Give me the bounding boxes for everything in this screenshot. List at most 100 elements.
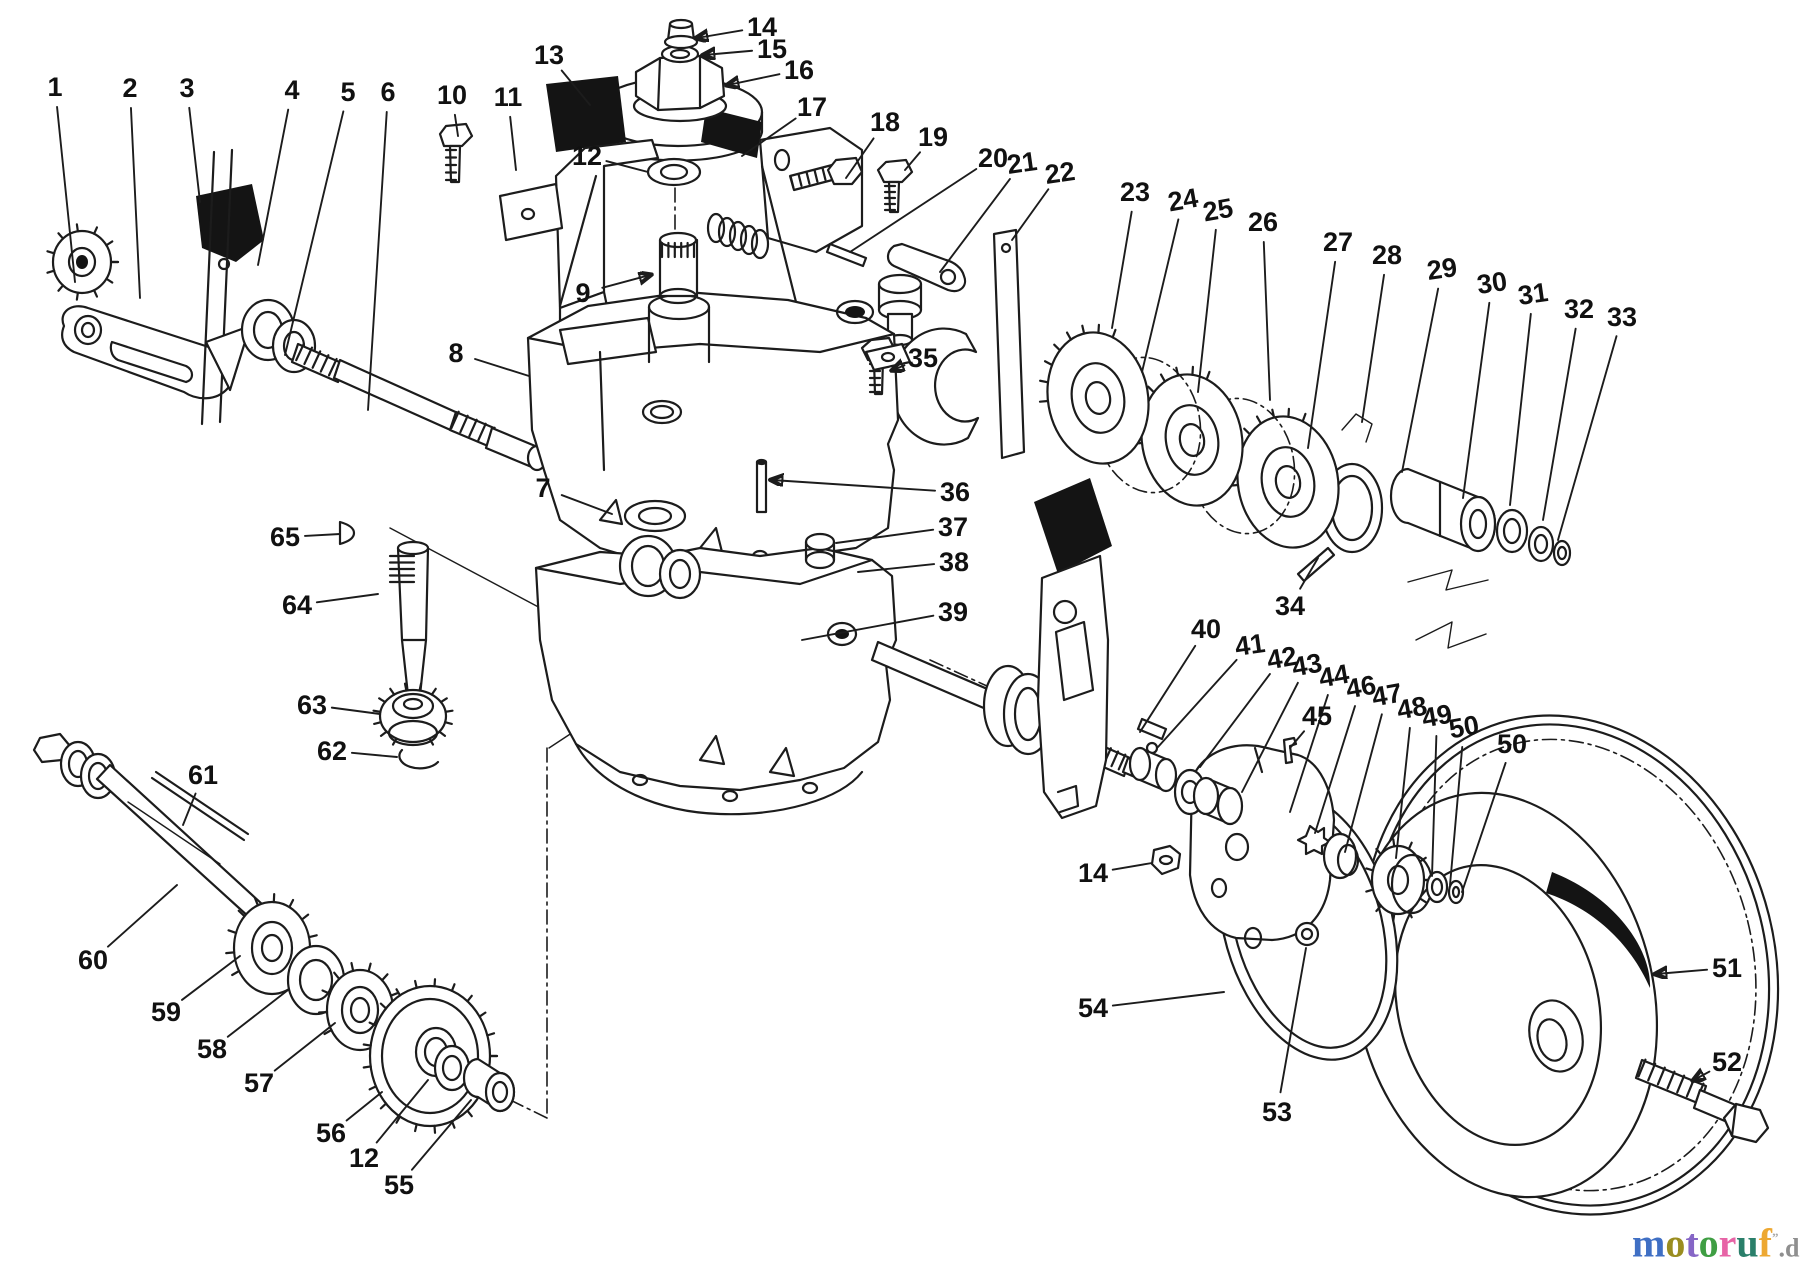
- leader-line-47-58: [1344, 713, 1383, 853]
- leader-line-62-42: [350, 751, 398, 758]
- part-label-16-11: 16: [784, 55, 814, 85]
- drive-disc-a: [1038, 323, 1150, 465]
- part-label-49-60: 49: [1420, 699, 1455, 734]
- leader-line-63-41: [330, 706, 381, 715]
- leader-line-40-51: [1139, 644, 1197, 733]
- part-label-42-53: 42: [1265, 641, 1300, 676]
- part-label-64-40: 64: [282, 590, 312, 620]
- leader-line-10-6: [453, 113, 459, 137]
- leader-line-58-46: [226, 989, 289, 1038]
- bolt-10: [438, 122, 474, 184]
- dowel-pin-36: [755, 458, 768, 514]
- mount-bar-4: [200, 148, 252, 426]
- shift-bracket-22: [890, 228, 1026, 460]
- leader-line-38-37: [857, 563, 936, 573]
- leader-line-28-24: [1361, 273, 1385, 423]
- lower-gearcase: [534, 458, 898, 816]
- wheel-axle-assembly: [870, 478, 1780, 1216]
- hook-28: [1341, 413, 1373, 443]
- washer-49: [1425, 870, 1449, 904]
- part-label-46-57: 46: [1344, 670, 1379, 705]
- part-label-15-10: 15: [757, 34, 787, 64]
- retaining-ring-62: [398, 748, 440, 770]
- blower-housing: [546, 18, 764, 162]
- leader-line-22-18: [1011, 188, 1050, 241]
- part-label-47-58: 47: [1370, 678, 1405, 713]
- carb-bracket-17: [758, 126, 864, 254]
- part-label-14-9: 14: [747, 12, 777, 42]
- leader-line-56-48: [345, 1091, 383, 1122]
- leader-line-51-66: [1656, 970, 1709, 974]
- part-label-40-51: 40: [1191, 614, 1221, 644]
- leader-line-45-56: [1289, 730, 1306, 749]
- part-label-14-63: 14: [1078, 858, 1108, 888]
- leader-line-17-13: [741, 117, 797, 157]
- leader-line-43-54: [1241, 681, 1299, 793]
- leader-line-31-27: [1509, 312, 1532, 506]
- woodruff-key-65: [338, 520, 356, 546]
- logo-mark: ”: [1772, 1230, 1779, 1245]
- leader-line-9-33: [601, 275, 650, 289]
- bushing-44: [1192, 776, 1244, 826]
- spring: [706, 212, 770, 260]
- part-label-55-50: 55: [384, 1170, 414, 1200]
- part-label-50-62: 50: [1497, 729, 1527, 759]
- leader-line-18-14: [845, 137, 875, 179]
- spacer-29-30: [1389, 467, 1497, 553]
- axle-bolt-52: [1634, 1058, 1770, 1144]
- leader-line-4-3: [257, 108, 290, 266]
- part-label-1-0: 1: [47, 72, 62, 102]
- shaft-64: [388, 540, 430, 697]
- cover-wedge-13: [546, 76, 626, 152]
- part-label-41-52: 41: [1233, 628, 1267, 662]
- part-label-29-25: 29: [1425, 252, 1459, 286]
- part-label-10-6: 10: [437, 80, 467, 110]
- oil-seal-37: [804, 532, 836, 570]
- cap-nut-14: [663, 18, 699, 50]
- countershaft-assembly: [338, 520, 454, 770]
- part-label-21-17: 21: [1005, 146, 1039, 180]
- leader-line-6-5: [367, 111, 388, 411]
- leader-line-57-47: [273, 1022, 336, 1072]
- leader-line-15-10: [704, 51, 754, 55]
- part-label-13-8: 13: [534, 40, 564, 70]
- part-label-2-1: 2: [122, 73, 137, 103]
- hex-nut-14b: [1150, 844, 1182, 876]
- pin-20: [825, 242, 868, 268]
- part-label-48-59: 48: [1395, 691, 1430, 726]
- part-label-5-4: 5: [340, 77, 355, 107]
- engine-top-assembly: [438, 18, 1026, 460]
- leader-line-32-28: [1542, 327, 1577, 521]
- part-label-36-35: 36: [940, 477, 970, 507]
- leader-line-12-12: [605, 160, 649, 173]
- leader-line-37-36: [835, 528, 935, 544]
- leader-line-50-62: [1461, 761, 1507, 893]
- part-label-6-5: 6: [380, 77, 395, 107]
- lower-gear-train: [32, 732, 516, 1134]
- part-label-7-34: 7: [535, 473, 550, 503]
- leader-line-14-9: [697, 30, 744, 38]
- part-label-9-33: 9: [575, 278, 590, 308]
- spring-washer-46: [1296, 824, 1332, 856]
- part-label-12-12: 12: [572, 141, 602, 171]
- part-label-31-27: 31: [1516, 277, 1550, 311]
- bushing-55: [462, 1057, 516, 1113]
- bearing-47: [1322, 832, 1360, 880]
- part-label-50-61: 50: [1447, 710, 1482, 745]
- part-label-34-30: 34: [1275, 591, 1305, 621]
- part-label-4-3: 4: [284, 75, 299, 105]
- leader-line-61-43: [182, 792, 197, 826]
- leader-line-14-63: [1111, 862, 1153, 871]
- logo-wordmark: motoruf: [1632, 1220, 1772, 1265]
- leader-line-13-8: [560, 69, 591, 106]
- leader-line-35-31: [893, 365, 904, 370]
- upper-gearcase: [526, 157, 912, 563]
- key-61: [150, 770, 250, 842]
- logo-letter-m: m: [1632, 1220, 1666, 1266]
- leader-line-55-50: [410, 1099, 472, 1171]
- part-label-26-22: 26: [1248, 207, 1278, 237]
- part-label-22-18: 22: [1043, 156, 1077, 190]
- part-label-17-13: 17: [797, 92, 827, 122]
